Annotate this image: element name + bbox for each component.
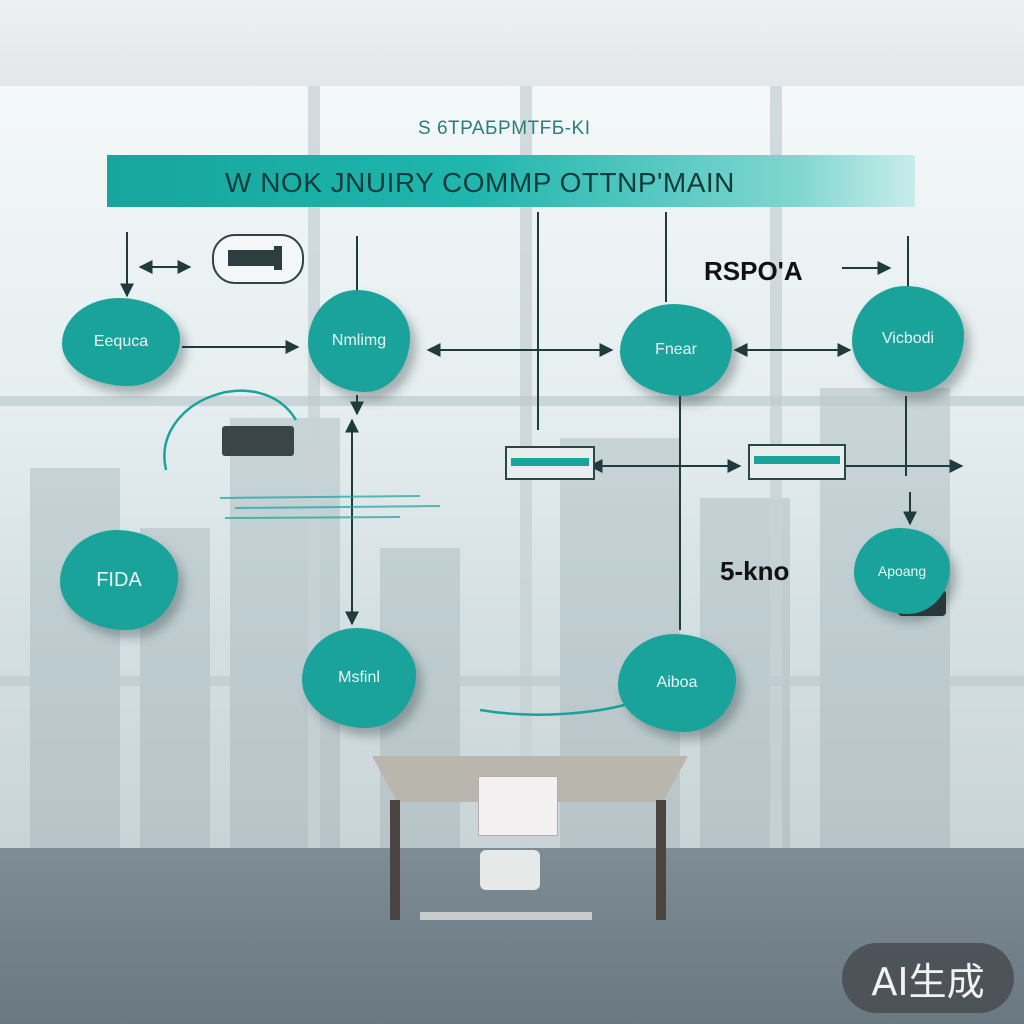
chair xyxy=(480,850,540,890)
node-aiboa-label: Aiboa xyxy=(656,674,698,691)
node-fida-label: FIDA xyxy=(96,568,142,591)
node-eequca-label: Eequca xyxy=(93,333,149,350)
laptop xyxy=(478,776,558,836)
node-msfinl: Msfinl xyxy=(302,628,416,728)
node-vicbodi-label: Vicbodi xyxy=(881,330,935,347)
node-aiboa: Aiboa xyxy=(618,634,736,732)
label-rspoa: RSPO'A xyxy=(704,256,803,286)
node-fida: FIDA xyxy=(60,530,178,630)
chair-base xyxy=(420,912,592,920)
node-msfinl-label: Msfinl xyxy=(338,669,380,686)
node-apoang-label: Apoang xyxy=(877,563,927,579)
node-vicbodi: Vicbodi xyxy=(852,286,964,392)
label-5kno: 5-kno xyxy=(720,556,790,586)
projector-icon xyxy=(212,234,304,284)
router-icon xyxy=(222,426,294,456)
diagram-subtitle: S 6TPAБPMTFБ-KI xyxy=(418,118,591,139)
desk-leg-left xyxy=(390,800,400,920)
node-fnear-label: Fnear xyxy=(655,341,697,358)
node-apoang: Apoang xyxy=(854,528,950,614)
arc-teal-bottom xyxy=(479,702,629,716)
arc-teal-left xyxy=(163,389,298,471)
node-fnear: Fnear xyxy=(620,304,732,396)
printer-icon-right xyxy=(748,444,846,480)
ceiling xyxy=(0,0,1024,86)
diagram-title: W NOK JNUIRY COMMP OTTNP'MAIN xyxy=(225,167,735,198)
ai-generated-label: AI生成 xyxy=(871,959,985,1004)
node-eequca: Eequca xyxy=(62,298,180,386)
printer-icon-center xyxy=(505,446,595,480)
desk-leg-right xyxy=(656,800,666,920)
node-nmlimg-label: Nmlimg xyxy=(331,332,387,349)
title-banner xyxy=(107,155,915,207)
node-nmlimg: Nmlimg xyxy=(308,290,410,392)
ai-generated-badge: AI生成 xyxy=(842,943,1014,1013)
